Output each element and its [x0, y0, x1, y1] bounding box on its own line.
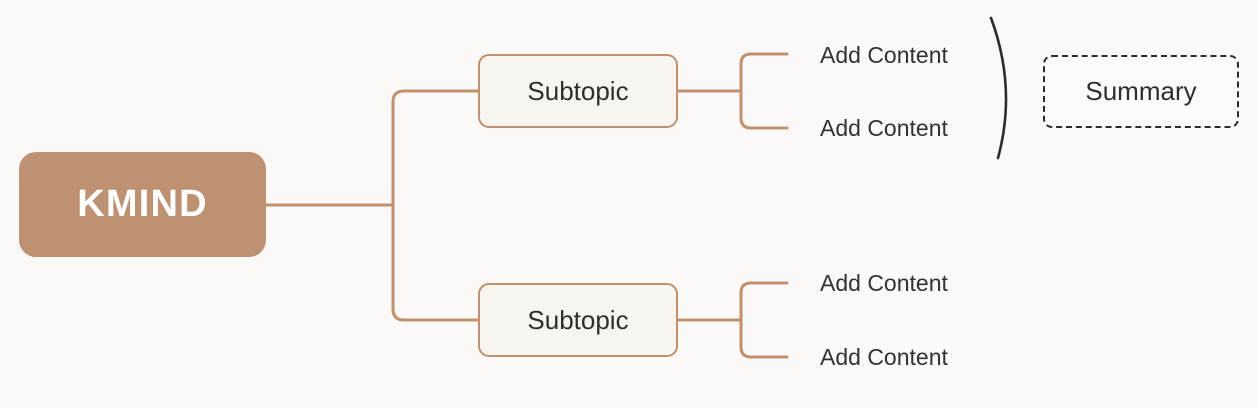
- leaf-node-4-label: Add Content: [820, 343, 948, 370]
- subtopic-node-2[interactable]: Subtopic: [478, 283, 678, 357]
- connector-root-to-subtopic-2: [391, 203, 480, 322]
- connector-subtopic-1-to-leaf-2: [739, 89, 789, 130]
- subtopic-node-1-label: Subtopic: [527, 75, 629, 106]
- leaf-node-2-label: Add Content: [820, 114, 948, 141]
- connector-root-to-subtopic-1: [391, 89, 480, 207]
- subtopic-node-2-label: Subtopic: [527, 304, 629, 335]
- leaf-node-1-label: Add Content: [820, 41, 948, 68]
- root-node-label: KMIND: [77, 183, 208, 225]
- leaf-node-3-label: Add Content: [820, 269, 948, 296]
- connector-subtopic-2-to-leaf-3: [739, 281, 789, 322]
- summary-node-label: Summary: [1085, 76, 1197, 106]
- leaf-node-add-content-3[interactable]: Add Content: [820, 266, 1020, 300]
- leaf-node-add-content-2[interactable]: Add Content: [820, 111, 1020, 145]
- leaf-node-add-content-1[interactable]: Add Content: [820, 38, 1020, 72]
- subtopic-node-1[interactable]: Subtopic: [478, 54, 678, 128]
- connector-subtopic-1-to-leaf-1: [739, 52, 789, 93]
- leaf-node-add-content-4[interactable]: Add Content: [820, 340, 1020, 374]
- summary-node[interactable]: Summary: [1043, 55, 1239, 128]
- root-node-kmind[interactable]: KMIND: [19, 152, 266, 257]
- connector-subtopic-2-to-leaf-4: [739, 318, 789, 359]
